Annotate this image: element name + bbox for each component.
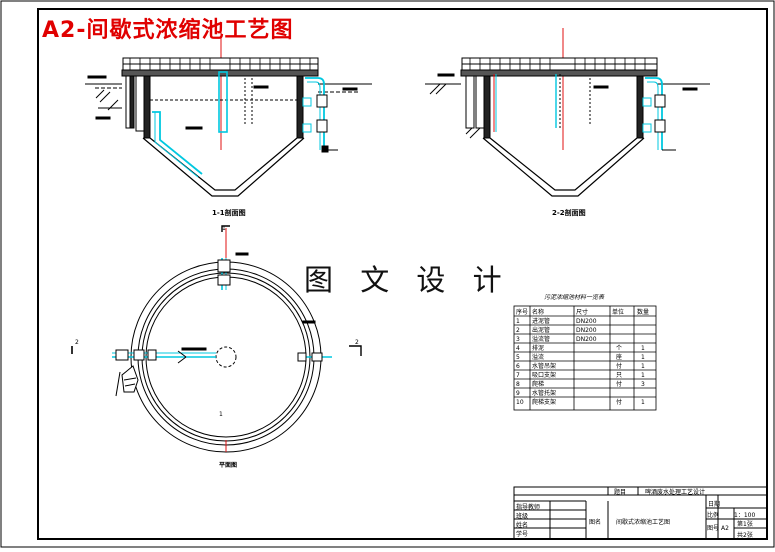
- advisor-label: 指导教师: [516, 503, 540, 511]
- section-view-1: [85, 28, 372, 197]
- section-mark-top: 1: [222, 225, 226, 232]
- table-cell: 付: [616, 362, 622, 370]
- scale-value: 1：100: [734, 512, 755, 519]
- table-cell: 1: [641, 363, 645, 370]
- section-2-label: 2-2剖面图: [552, 208, 586, 217]
- table-cell: 座: [616, 353, 622, 361]
- drawing-title-overlay: A2-间歇式浓缩池工艺图: [42, 18, 294, 43]
- table-cell: 3: [641, 381, 645, 388]
- drawing-name-label: 图名: [589, 518, 601, 526]
- table-cell: 10: [516, 399, 524, 406]
- class-label: 班级: [516, 512, 528, 520]
- sheet-number-value: A2: [721, 525, 729, 532]
- material-table-title: 污泥浓缩池材料一览表: [544, 293, 605, 301]
- project-label: 题目: [614, 489, 626, 496]
- material-table: [513, 305, 657, 411]
- table-cell: 8: [516, 381, 520, 388]
- section-mark-bottom: 1: [219, 411, 223, 418]
- table-header-cell: 数量: [637, 308, 649, 316]
- table-cell: DN200: [576, 336, 597, 343]
- table-cell: 水管托架: [532, 389, 556, 397]
- table-cell: 1: [641, 354, 645, 361]
- student-id-label: 学号: [516, 530, 528, 538]
- scale-label: 比例: [707, 511, 719, 519]
- plan-view-label: 平面图: [219, 461, 237, 469]
- table-cell: 吸口支架: [532, 371, 556, 379]
- table-cell: 5: [516, 354, 520, 361]
- page-total: 共2张: [737, 531, 753, 539]
- table-cell: 3: [516, 336, 520, 343]
- table-cell: 2: [516, 327, 520, 334]
- title-block: [513, 486, 768, 540]
- table-cell: 1: [516, 318, 520, 325]
- table-cell: 出泥管: [532, 326, 550, 334]
- plan-view: [71, 225, 362, 453]
- section-mark-right: 2: [355, 339, 359, 346]
- table-cell: 只: [616, 372, 622, 379]
- drawing-name: 间歇式浓缩池工艺图: [616, 518, 670, 526]
- table-cell: 爬梯: [532, 380, 544, 388]
- project-name: 啤酒废水处理工艺设计: [645, 488, 705, 496]
- table-cell: 进泥管: [532, 317, 550, 325]
- table-cell: DN200: [576, 318, 597, 325]
- page-number: 第1张: [737, 520, 753, 528]
- table-header-cell: 名称: [532, 308, 544, 316]
- table-cell: 个: [616, 345, 622, 352]
- table-cell: 1: [641, 372, 645, 379]
- name-label: 姓名: [516, 521, 528, 529]
- table-header-cell: 单位: [612, 308, 624, 316]
- section-view-2: [425, 28, 710, 197]
- table-header-cell: 序号: [516, 308, 528, 316]
- material-table-cells: 序号名称 尺寸 单位 数量 1 进泥管 DN200 2 出泥管 DN200 3 溢流管 DN200 4 排泥…: [516, 308, 649, 406]
- table-cell: 爬梯支架: [532, 398, 556, 406]
- table-cell: 4: [516, 345, 520, 352]
- table-cell: 6: [516, 363, 520, 370]
- inner-frame: [37, 8, 768, 540]
- table-cell: 9: [516, 390, 520, 397]
- table-cell: 水管吊架: [532, 362, 556, 370]
- date-label: 日期: [708, 500, 720, 508]
- table-cell: 7: [516, 372, 520, 379]
- table-cell: 付: [616, 398, 622, 406]
- watermark-text: 图 文 设 计: [304, 263, 511, 297]
- table-cell: 溢流: [532, 353, 544, 361]
- table-cell: 溢流管: [532, 335, 550, 343]
- section-1-label: 1-1剖面图: [212, 208, 246, 217]
- sheet-number-label: 图号: [707, 525, 719, 532]
- table-cell: DN200: [576, 327, 597, 334]
- table-header-cell: 尺寸: [576, 308, 588, 316]
- table-cell: 1: [641, 399, 645, 406]
- table-cell: 1: [641, 345, 645, 352]
- section-mark-left: 2: [75, 339, 79, 346]
- table-cell: 付: [616, 380, 622, 388]
- table-cell: 排泥: [532, 344, 544, 352]
